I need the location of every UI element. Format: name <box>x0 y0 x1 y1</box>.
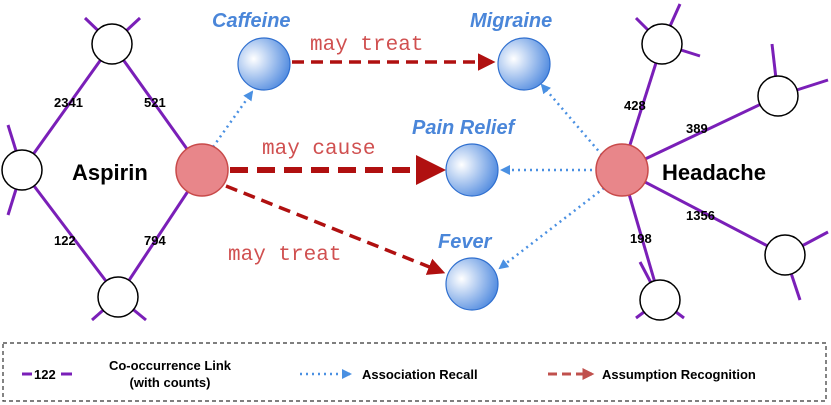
count-aspirin-top: 2341 <box>54 95 83 110</box>
legend-box <box>2 342 827 402</box>
label-pain-relief: Pain Relief <box>412 117 517 139</box>
relation-label-caffeine-migraine: may treat <box>310 34 423 57</box>
legend-cooccurrence-label: Co-occurrence Link <box>109 358 232 373</box>
arrow-headache-migraine <box>540 83 603 156</box>
count-aspirin-bottom-right: 794 <box>144 233 166 248</box>
label-headache: Headache <box>662 160 766 185</box>
count-headache-top: 428 <box>624 98 646 113</box>
relation-label-aspirin-pain-relief: may cause <box>262 138 375 161</box>
legend-association-label: Association Recall <box>362 367 478 382</box>
node-fever <box>445 257 499 311</box>
legend-assumption-label: Assumption Recognition <box>602 367 756 382</box>
link-top-left <box>20 43 114 171</box>
count-headache-right-bottom: 1356 <box>686 208 715 223</box>
label-migraine: Migraine <box>470 10 552 32</box>
link-bottom-left <box>20 169 120 298</box>
label-aspirin: Aspirin <box>72 160 148 185</box>
count-aspirin-top-right: 521 <box>144 95 166 110</box>
arrow-headache-fever <box>498 187 605 270</box>
arrow-aspirin-caffeine <box>211 90 254 148</box>
association-recall-arrows <box>211 83 605 270</box>
node-aspirin <box>175 143 229 197</box>
label-fever: Fever <box>438 231 493 253</box>
legend-cooccurrence-sample: 122 <box>34 367 56 382</box>
count-aspirin-bottom-left: 122 <box>54 233 76 248</box>
arrow-aspirin-fever <box>225 184 446 275</box>
node-pain-relief <box>445 143 499 197</box>
headache-neighbor-right-top <box>757 75 799 117</box>
label-caffeine: Caffeine <box>212 10 291 32</box>
link <box>621 94 779 172</box>
headache-neighbor-right-bottom <box>764 234 806 276</box>
headache-neighbor-top <box>641 23 683 65</box>
node-headache <box>595 143 649 197</box>
aspirin-neighbor-top <box>91 23 133 65</box>
node-caffeine <box>237 37 291 91</box>
count-headache-bottom: 198 <box>630 231 652 246</box>
assumption-arrows <box>225 53 496 275</box>
node-migraine <box>497 37 551 91</box>
aspirin-neighbor-left <box>1 149 43 191</box>
legend: 122 Co-occurrence Link (with counts) Ass… <box>2 342 827 402</box>
count-headache-right-top: 389 <box>686 121 708 136</box>
legend-cooccurrence-sublabel: (with counts) <box>130 375 211 390</box>
headache-neighbor-bottom <box>639 279 681 321</box>
link <box>621 168 786 257</box>
aspirin-neighbor-bottom <box>97 276 139 318</box>
relation-label-aspirin-fever: may treat <box>228 244 341 267</box>
